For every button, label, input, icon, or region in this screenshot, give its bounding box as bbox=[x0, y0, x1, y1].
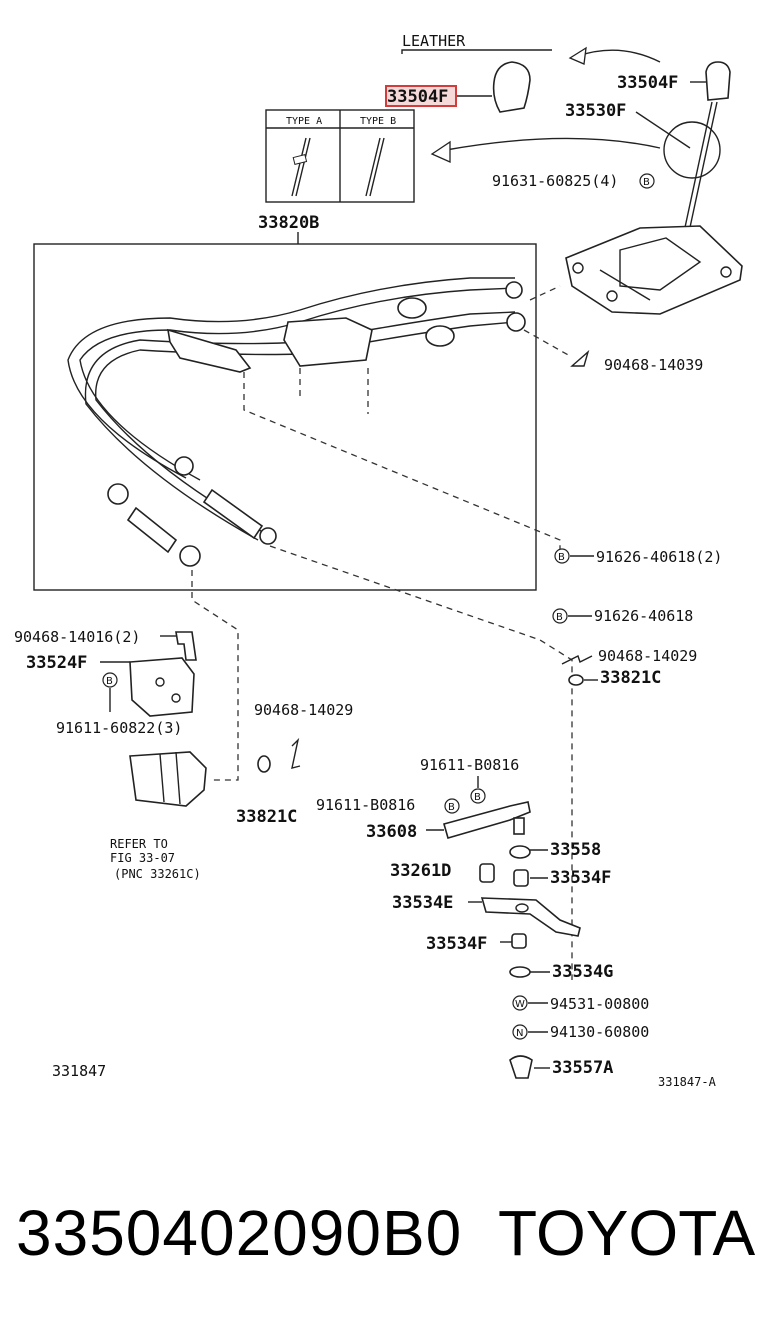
lever-33608 bbox=[443, 801, 531, 839]
label-33530F: 33530F bbox=[565, 101, 626, 121]
type-a-rod-icon bbox=[291, 137, 311, 197]
shift-knob-drawing bbox=[705, 61, 731, 101]
washer-33821C-right bbox=[568, 674, 584, 686]
lever-detail-circle bbox=[663, 121, 721, 179]
refer-note-3: (PNC 33261C) bbox=[114, 867, 201, 881]
bushing-33534F-a bbox=[513, 869, 529, 887]
svg-text:N: N bbox=[516, 1028, 523, 1039]
arrow-curve-mid bbox=[445, 137, 661, 151]
arrow-curve-top bbox=[577, 49, 661, 63]
type-b-label: TYPE B bbox=[360, 116, 396, 127]
brand-name: TOYOTA bbox=[498, 1197, 756, 1269]
clip-90468-14039 bbox=[570, 349, 590, 367]
arrow-head-mid bbox=[430, 140, 451, 164]
figure-number-alt: 331847-A bbox=[658, 1075, 717, 1089]
lever-pin bbox=[513, 817, 525, 835]
label-33524F: 33524F bbox=[26, 653, 87, 673]
label-90468-14029-right: 90468-14029 bbox=[598, 647, 697, 665]
label-91626-40618-2: 91626-40618(2) bbox=[596, 548, 722, 566]
dash-1 bbox=[243, 372, 561, 550]
label-91631: 91631-60825(4) bbox=[492, 172, 618, 190]
bracket-33524F bbox=[129, 657, 195, 717]
clip-90468-14029-mid bbox=[291, 737, 301, 769]
n-symbol bbox=[512, 1024, 528, 1040]
label-90468-14016: 90468-14016(2) bbox=[14, 628, 140, 646]
label-33534E: 33534E bbox=[392, 893, 453, 913]
type-b-rod-icon bbox=[365, 137, 385, 197]
label-33558: 33558 bbox=[550, 840, 601, 860]
transmission-housing-stub bbox=[129, 751, 207, 807]
label-33557A: 33557A bbox=[552, 1058, 613, 1078]
label-33534F-b: 33534F bbox=[426, 934, 487, 954]
refer-note-1: REFER TO bbox=[110, 837, 168, 851]
label-91611-B0816-a: 91611-B0816 bbox=[420, 756, 519, 774]
leather-note: LEATHER bbox=[402, 32, 466, 50]
label-33534F-a: 33534F bbox=[550, 868, 611, 888]
arrow-head-top bbox=[568, 46, 587, 65]
part-number: 3350402090B0 bbox=[16, 1197, 463, 1269]
bushing-33261D bbox=[479, 863, 495, 883]
label-33821C-mid: 33821C bbox=[236, 807, 297, 827]
svg-text:B: B bbox=[448, 802, 455, 813]
clip-90468-14029-right bbox=[561, 655, 593, 665]
part-footer: 3350402090B0 TOYOTA bbox=[0, 1190, 760, 1290]
bushing-33534F-b bbox=[511, 933, 527, 949]
label-33534G: 33534G bbox=[552, 962, 613, 982]
exploded-view-drawing: LEATHER 33504F TYPE A TYPE B 33504F 3353… bbox=[14, 32, 743, 1089]
svg-text:B: B bbox=[556, 612, 563, 623]
clip-90468-14016 bbox=[175, 631, 197, 661]
label-90468-14029-mid: 90468-14029 bbox=[254, 701, 353, 719]
svg-text:W: W bbox=[515, 999, 525, 1010]
leather-note-line bbox=[401, 49, 552, 54]
label-90468-14039: 90468-14039 bbox=[604, 356, 703, 374]
svg-text:B: B bbox=[643, 177, 650, 188]
label-91626-40618: 91626-40618 bbox=[594, 607, 693, 625]
label-33504F: 33504F bbox=[617, 73, 678, 93]
label-33261D: 33261D bbox=[390, 861, 451, 881]
cable-assembly-box bbox=[33, 243, 537, 591]
leather-knob-drawing bbox=[492, 61, 531, 113]
washer-33534G bbox=[509, 966, 531, 978]
bushing-33558 bbox=[509, 845, 531, 859]
label-94130-60800: 94130-60800 bbox=[550, 1023, 649, 1041]
type-a-label: TYPE A bbox=[286, 116, 322, 127]
label-33821C-right: 33821C bbox=[600, 668, 661, 688]
figure-number: 331847 bbox=[52, 1062, 106, 1080]
shift-cable-assembly bbox=[67, 277, 526, 567]
svg-text:B: B bbox=[474, 792, 481, 803]
highlight-box bbox=[385, 85, 457, 107]
shifter-housing-drawing bbox=[565, 225, 743, 315]
boot-33557A bbox=[509, 1055, 533, 1079]
refer-note-2: FIG 33-07 bbox=[110, 851, 175, 865]
label-91611-B0816-b: 91611-B0816 bbox=[316, 796, 415, 814]
label-33504F-highlighted: 33504F bbox=[387, 87, 448, 107]
label-94531-00800: 94531-00800 bbox=[550, 995, 649, 1013]
label-91611-60822: 91611-60822(3) bbox=[56, 719, 182, 737]
w-symbol bbox=[512, 995, 528, 1011]
b-symbol-91631 bbox=[639, 173, 655, 189]
svg-text:B: B bbox=[558, 552, 565, 563]
label-33608: 33608 bbox=[366, 822, 417, 842]
washer-33821C-mid bbox=[257, 755, 271, 773]
label-33820B: 33820B bbox=[258, 213, 319, 233]
shift-lever-rod bbox=[683, 101, 713, 233]
svg-text:B: B bbox=[106, 676, 113, 687]
lever-33534E bbox=[480, 897, 581, 937]
